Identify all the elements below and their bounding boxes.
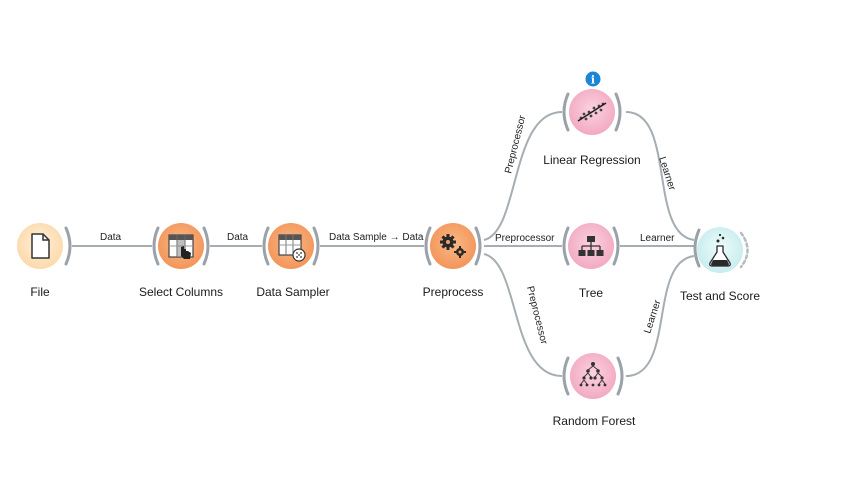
link-label: Data Sample → Data: [329, 232, 424, 243]
random-forest-icon: [579, 362, 607, 387]
link-preprocess-linear-regression[interactable]: [483, 111, 563, 241]
select-columns-icon: [168, 234, 194, 259]
link-linear-regression-test-and-score[interactable]: [625, 111, 695, 241]
node-file[interactable]: File: [17, 223, 72, 299]
node-label: File: [30, 285, 50, 299]
data-sampler-icon: [278, 234, 306, 262]
link-preprocess-random-forest[interactable]: [483, 253, 563, 377]
node-label: Preprocess: [423, 285, 484, 299]
node-label: Linear Regression: [543, 153, 640, 167]
link-label: Learner: [656, 156, 677, 193]
gears-icon: [440, 234, 466, 258]
svg-text:i: i: [591, 74, 595, 87]
flask-icon: [709, 233, 731, 267]
node-label: Test and Score: [680, 289, 760, 303]
node-label: Select Columns: [139, 285, 223, 299]
linear-regression-icon: [577, 102, 607, 122]
link-random-forest-test-and-score[interactable]: [625, 255, 695, 377]
node-label: Random Forest: [553, 414, 636, 428]
tree-icon: [578, 236, 604, 256]
file-icon: [31, 233, 50, 259]
node-test-and-score[interactable]: Test and Score: [680, 227, 760, 303]
link-label: Data: [227, 232, 249, 243]
node-select-columns[interactable]: Select Columns: [139, 223, 223, 299]
node-random-forest[interactable]: Random Forest: [553, 353, 636, 428]
node-data-sampler[interactable]: Data Sampler: [256, 223, 330, 299]
link-label: Learner: [640, 233, 675, 244]
link-label: Learner: [642, 298, 663, 335]
link-label: Data: [100, 232, 122, 243]
node-tree[interactable]: Tree: [562, 223, 620, 300]
info-icon[interactable]: i: [585, 71, 601, 87]
node-preprocess[interactable]: Preprocess: [423, 223, 484, 299]
link-label: Preprocessor: [503, 114, 528, 175]
node-label: Tree: [579, 286, 604, 300]
node-label: Data Sampler: [256, 285, 329, 299]
links-layer: [72, 111, 695, 377]
link-label: Preprocessor: [495, 233, 555, 244]
link-label: Preprocessor: [524, 285, 549, 346]
node-linear-regression[interactable]: i Linear Regression: [543, 71, 641, 168]
